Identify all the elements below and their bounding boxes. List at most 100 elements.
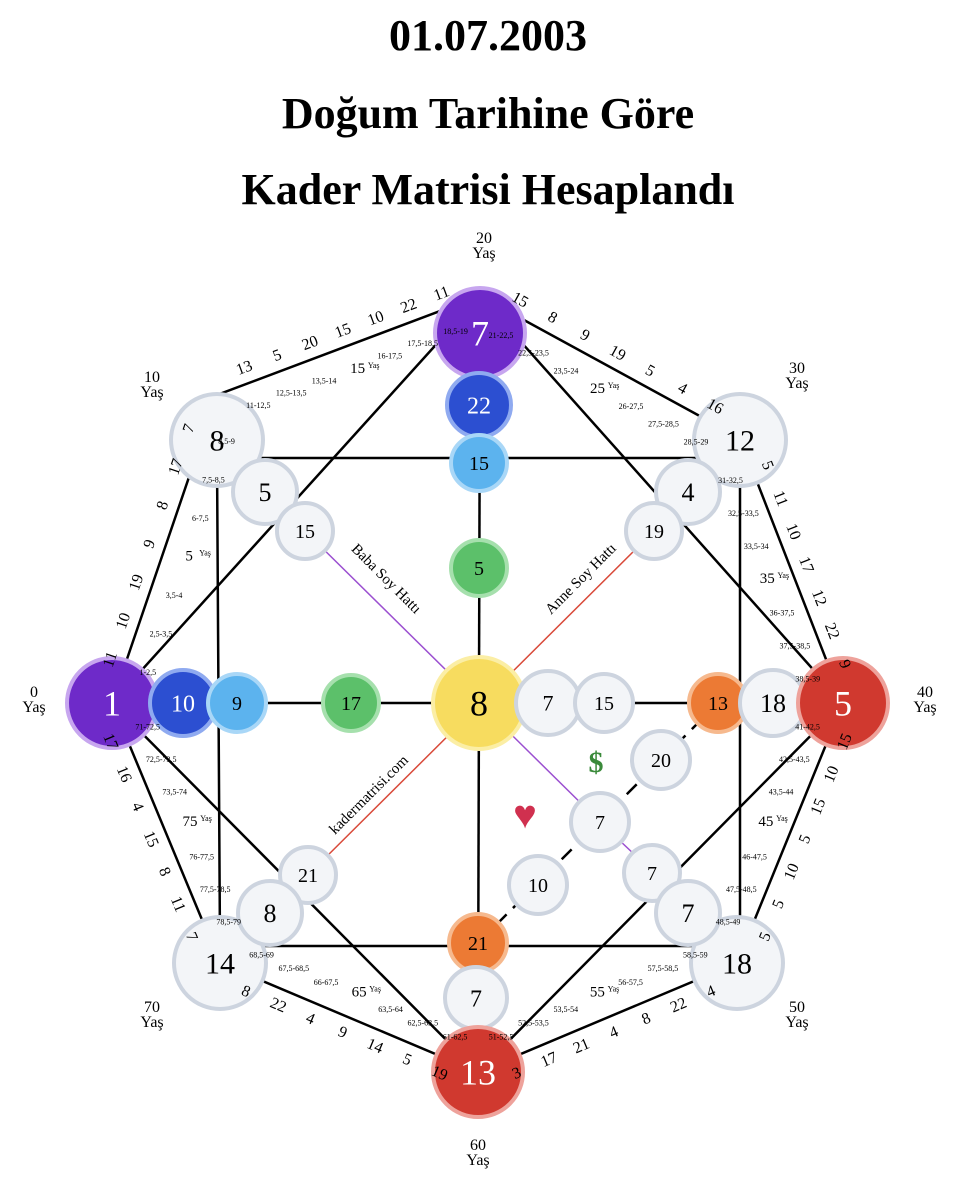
age-marker: 15 — [350, 361, 365, 377]
circle-money-a-value: 20 — [651, 750, 671, 772]
age-marker-unit: Yaş — [777, 571, 789, 580]
edge-number: 19 — [429, 1063, 450, 1085]
edge-number: 10 — [781, 861, 803, 882]
corner-age-value: 0 — [30, 684, 38, 701]
age-range: 8,5-9 — [218, 437, 235, 446]
age-range: 77,5-78,5 — [200, 885, 231, 894]
circle-top-3-shape — [449, 433, 509, 493]
circle-bottom-main: 13 — [431, 1025, 525, 1119]
age-range: 37,5-38,5 — [780, 641, 811, 650]
edge-number: 4 — [675, 380, 690, 399]
age-range: 18,5-19 — [443, 327, 468, 336]
circle-right-main: 5 — [796, 656, 890, 750]
age-range: 11-12,5 — [246, 401, 270, 410]
corner-age-unit: Yaş — [22, 699, 45, 716]
age-range: 21-22,5 — [489, 331, 514, 340]
circle-right-3-value: 13 — [708, 693, 728, 715]
edge-number: 10 — [782, 521, 804, 542]
edge-number: 10 — [821, 764, 843, 785]
corner-age-unit: Yaş — [913, 699, 936, 716]
age-marker-unit: Yaş — [368, 361, 380, 370]
circle-br-3-shape — [622, 843, 682, 903]
age-marker: 5 — [185, 548, 193, 564]
age-range: 7,5-8,5 — [202, 476, 225, 485]
age-range: 58,5-59 — [683, 951, 708, 960]
age-range: 22,5-23,5 — [518, 349, 549, 358]
edge-number: 15 — [808, 796, 830, 817]
age-range: 28,5-29 — [684, 437, 709, 446]
edge-number: 11 — [100, 649, 121, 669]
circle-br-2-value: 7 — [682, 899, 695, 928]
circle-tl-2-value: 5 — [259, 478, 272, 507]
circle-top-left-ancestral: 8 — [169, 392, 265, 488]
corner-age-value: 60 — [470, 1137, 486, 1154]
age-marker: 75 — [183, 814, 198, 830]
circle-money-a: 20 — [630, 729, 692, 791]
age-marker-unit: Yaş — [199, 548, 211, 557]
corner-age-value: 70 — [144, 999, 160, 1016]
circle-right-main-shape — [796, 656, 890, 750]
circle-tl-3-shape — [275, 501, 335, 561]
circle-bottom-left-ancestral-shape — [172, 915, 268, 1011]
age-range: 33,5-34 — [744, 542, 769, 551]
circle-top-left-ancestral-value: 8 — [210, 425, 225, 458]
corner-age-value: 20 — [476, 230, 492, 247]
edge-number: 8 — [155, 865, 174, 879]
edge-number: 11 — [769, 488, 790, 509]
edge-number: 22 — [398, 295, 419, 317]
circle-center-value: 8 — [470, 684, 488, 724]
circle-center: 8 — [431, 655, 527, 751]
edge-number: 22 — [267, 995, 288, 1017]
age-marker: 35 — [760, 571, 775, 587]
circle-br-3-value: 7 — [647, 863, 657, 885]
edge-number: 15 — [333, 320, 354, 342]
age-range: 48,5-49 — [716, 917, 741, 926]
circle-top-4-value: 5 — [474, 558, 484, 580]
age-range: 1-2,5 — [140, 668, 157, 677]
age-range: 68,5-69 — [249, 951, 274, 960]
age-range: 66-67,5 — [314, 978, 339, 987]
circle-tl-2-shape — [231, 458, 299, 526]
circle-money-c-value: 10 — [528, 875, 548, 897]
age-range: 62,5-63,5 — [408, 1019, 439, 1028]
circle-bl-3-value: 21 — [298, 865, 318, 887]
circle-bl-2-shape — [236, 879, 304, 947]
circle-right-inner-b-value: 15 — [594, 693, 614, 715]
circle-bl-2-value: 8 — [264, 899, 277, 928]
age-range: 38,5-39 — [795, 675, 820, 684]
circle-bottom-2-value: 7 — [470, 986, 482, 1012]
edge-number: 14 — [364, 1035, 385, 1057]
age-range: 17,5-18,5 — [407, 339, 438, 348]
circle-top-2-value: 22 — [467, 393, 491, 419]
edge-number: 17 — [99, 731, 121, 752]
circle-bottom-left-ancestral: 14 — [172, 915, 268, 1011]
edge-number: 5 — [642, 362, 657, 381]
circle-top-right-ancestral: 12 — [692, 392, 788, 488]
age-range: 43,5-44 — [769, 787, 794, 796]
circle-bl-2: 8 — [236, 879, 304, 947]
age-marker: 55 — [590, 985, 605, 1001]
circle-br-3: 7 — [622, 843, 682, 903]
edge-number: 22 — [668, 995, 689, 1017]
age-range: 52,5-53,5 — [518, 1019, 549, 1028]
age-range: 13,5-14 — [312, 376, 337, 385]
age-range: 42,5-43,5 — [779, 755, 810, 764]
edge-number: 15 — [509, 289, 531, 312]
circle-bottom-right-ancestral-value: 18 — [722, 948, 752, 981]
edge-number: 17 — [538, 1049, 559, 1071]
age-marker-unit: Yaş — [608, 985, 620, 994]
edge-number: 22 — [821, 621, 843, 642]
circle-tr-3-value: 19 — [644, 521, 664, 543]
edge-number: 16 — [704, 395, 726, 418]
age-range: 71-72,5 — [135, 722, 160, 731]
edge-number: 11 — [167, 894, 189, 915]
age-range: 61-62,5 — [443, 1032, 468, 1041]
age-marker-unit: Yaş — [776, 814, 788, 823]
circle-top-left-ancestral-shape — [169, 392, 265, 488]
age-range: 78,5-79 — [216, 917, 241, 926]
circle-bottom-right-ancestral: 18 — [689, 915, 785, 1011]
corner-age-value: 50 — [789, 999, 805, 1016]
circle-bottom-main-shape — [431, 1025, 525, 1119]
circle-right-inner-a: 7 — [514, 669, 582, 737]
